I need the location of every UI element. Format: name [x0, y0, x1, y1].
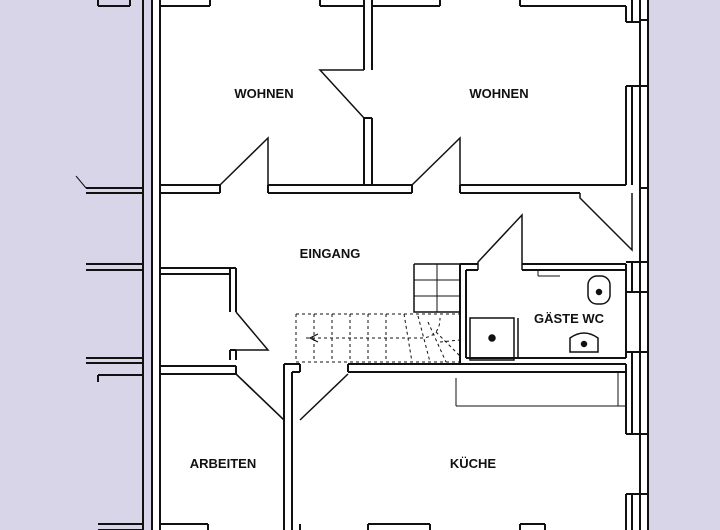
door-kueche [299, 373, 349, 421]
room-label-wohnen-left: WOHNEN [234, 86, 293, 101]
right-facade [639, 0, 649, 530]
side-bays [75, 0, 144, 530]
room-label-eingang: EINGANG [300, 246, 361, 261]
door-wohnen-connect [318, 69, 365, 119]
room-label-gaeste-wc: GÄSTE WC [534, 311, 605, 326]
door-terrace [579, 193, 633, 252]
door-abstell [235, 311, 270, 351]
door-wohnen-right [411, 136, 461, 186]
door-gaeste-wc [477, 213, 523, 270]
door-wohnen-left [219, 136, 269, 186]
room-label-wohnen-right: WOHNEN [469, 86, 528, 101]
toilet-icon [587, 275, 611, 305]
shower-tray-icon [469, 317, 515, 361]
room-label-arbeiten: ARBEITEN [190, 456, 256, 471]
staircase [295, 263, 461, 363]
washbasin-icon [569, 332, 599, 353]
sanitary [469, 270, 611, 361]
walls [151, 0, 640, 530]
stairs-direction-icon [308, 333, 319, 343]
room-label-kueche: KÜCHE [450, 456, 497, 471]
door-swings [219, 69, 633, 421]
exterior-right [648, 0, 720, 530]
